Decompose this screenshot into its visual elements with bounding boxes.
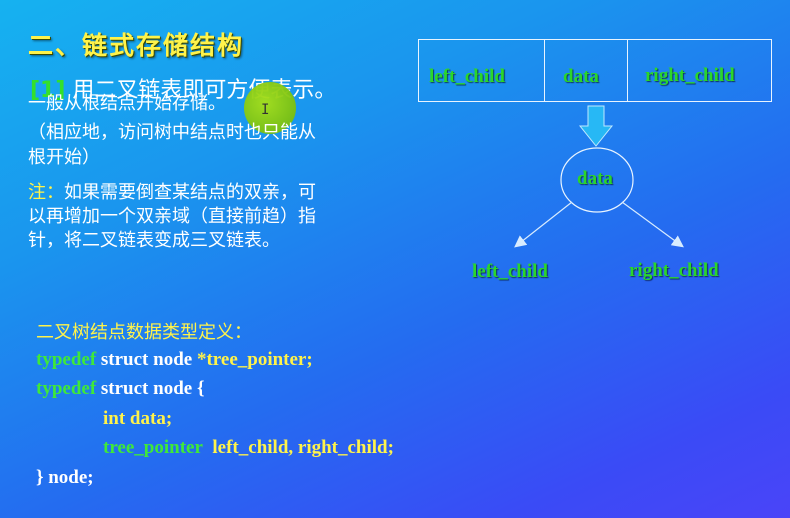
note-label: 注： xyxy=(28,182,64,203)
note-line-2: 以再增加一个双亲域（直接前趋）指 xyxy=(28,206,316,227)
note-line-3: 针，将二叉链表变成三叉链表。 xyxy=(28,230,280,251)
down-arrow-icon xyxy=(578,105,614,147)
box-divider xyxy=(544,40,545,101)
note-line-1: 注：如果需要倒查某结点的双亲，可 xyxy=(28,181,316,205)
field-right-child: right_child xyxy=(645,65,735,86)
left-edge-arrow xyxy=(514,201,573,248)
tree-left-label: left_child xyxy=(472,261,548,282)
tree-root-label: data xyxy=(577,168,613,189)
para-line-2: （相应地，访问树中结点时也只能从 xyxy=(28,122,316,143)
para-line-3: 根开始） xyxy=(28,147,100,168)
code-line-1: typedef struct node *tree_pointer; xyxy=(36,349,313,371)
code-line-2: typedef struct node { xyxy=(36,378,204,400)
code-keyword: typedef xyxy=(36,349,97,370)
code-line-5: } node; xyxy=(36,467,94,488)
intro-badge: [1] xyxy=(30,78,66,103)
node-structure-box xyxy=(418,39,772,102)
slide-title: 二、链式存储结构 xyxy=(28,31,245,60)
code-line-3: int data; xyxy=(103,408,173,429)
code-title: 二叉树结点数据类型定义： xyxy=(36,322,252,343)
code-keyword: typedef xyxy=(36,378,97,399)
code-identifier: *tree_pointer; xyxy=(196,349,313,370)
note-text-1: 如果需要倒查某结点的双亲，可 xyxy=(64,182,316,203)
code-line-4: tree_pointer left_child, right_child; xyxy=(103,437,394,459)
code-text: struct node { xyxy=(96,378,205,399)
code-type: tree_pointer xyxy=(103,437,203,458)
pointer-highlight xyxy=(244,82,296,134)
right-edge-arrow xyxy=(621,201,684,248)
root-node-circle xyxy=(560,147,634,213)
para-line-1: 一般从根结点开始存储。 xyxy=(28,93,226,114)
code-fields: left_child, right_child; xyxy=(212,437,394,458)
tree-right-label: right_child xyxy=(629,260,719,281)
code-text: struct node xyxy=(96,349,197,370)
box-divider xyxy=(627,40,628,101)
field-left-child: left_child xyxy=(429,66,505,87)
field-data: data xyxy=(563,66,599,87)
text-cursor-icon: I xyxy=(261,102,270,118)
